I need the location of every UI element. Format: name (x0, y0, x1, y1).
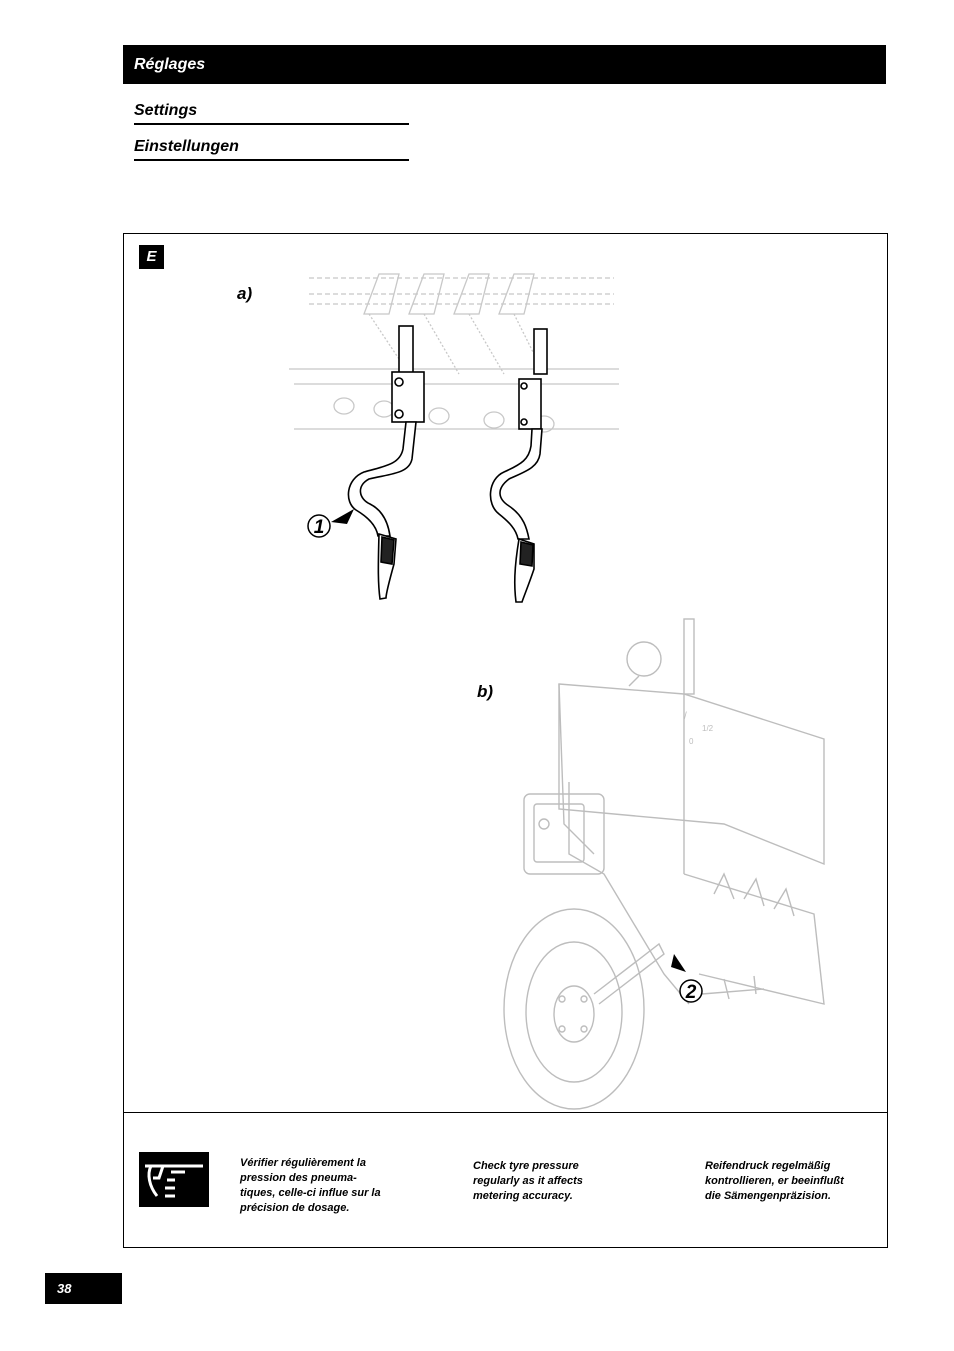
subtitle-settings: Settings (134, 102, 409, 125)
note-text-fr: Vérifier régulièrement la pression des p… (240, 1157, 381, 1214)
svg-text:1/2: 1/2 (702, 724, 714, 733)
callout-2: 2 (685, 982, 697, 1003)
section-badge: E (139, 245, 164, 269)
header-bar: Réglages (123, 45, 886, 84)
svg-text:0: 0 (689, 737, 694, 746)
svg-text:/: / (684, 711, 687, 722)
hand-pointing-icon (139, 1152, 209, 1207)
figure-label-b: b) (477, 682, 494, 701)
note-text-en: Check tyre pressure regularly as it affe… (473, 1160, 583, 1202)
figure-label-a: a) (237, 284, 253, 303)
seed-drill-illustration: / 1/2 0 2 (503, 618, 825, 1110)
tine-illustration: 1 (289, 273, 619, 603)
figure-frame: E a) b) (123, 233, 888, 1248)
note-text-de: Reifendruck regelmäßig kontrollieren, er… (705, 1160, 844, 1202)
subtitle-einstellungen: Einstellungen (134, 138, 409, 161)
figure-divider (124, 1112, 887, 1113)
page-title: Réglages (134, 55, 206, 73)
page-number: 38 (45, 1273, 122, 1304)
callout-1: 1 (314, 517, 325, 538)
